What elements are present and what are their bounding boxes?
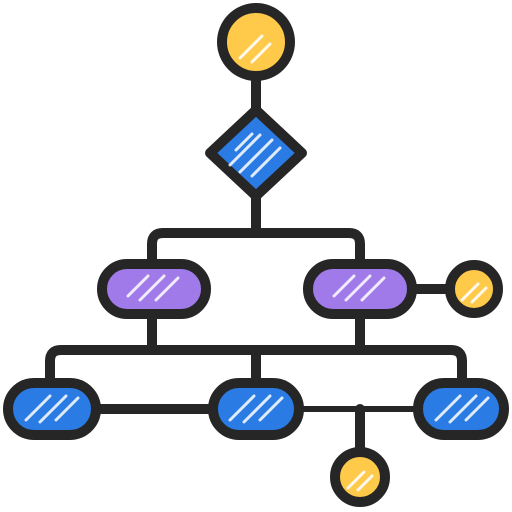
bottom-circle-node — [330, 447, 390, 507]
purple-pill-left-node — [97, 259, 211, 319]
purple-pill-right-node — [303, 259, 417, 319]
connector-lines — [45, 69, 467, 458]
blue-pill-left-node — [3, 378, 101, 440]
decision-diamond-node — [205, 105, 307, 201]
connector-branch-purple — [147, 228, 365, 269]
top-circle-node — [217, 3, 295, 81]
side-circle-right-node — [445, 260, 503, 318]
blue-pill-middle-node — [208, 378, 304, 440]
blue-pill-right-node — [413, 378, 509, 440]
